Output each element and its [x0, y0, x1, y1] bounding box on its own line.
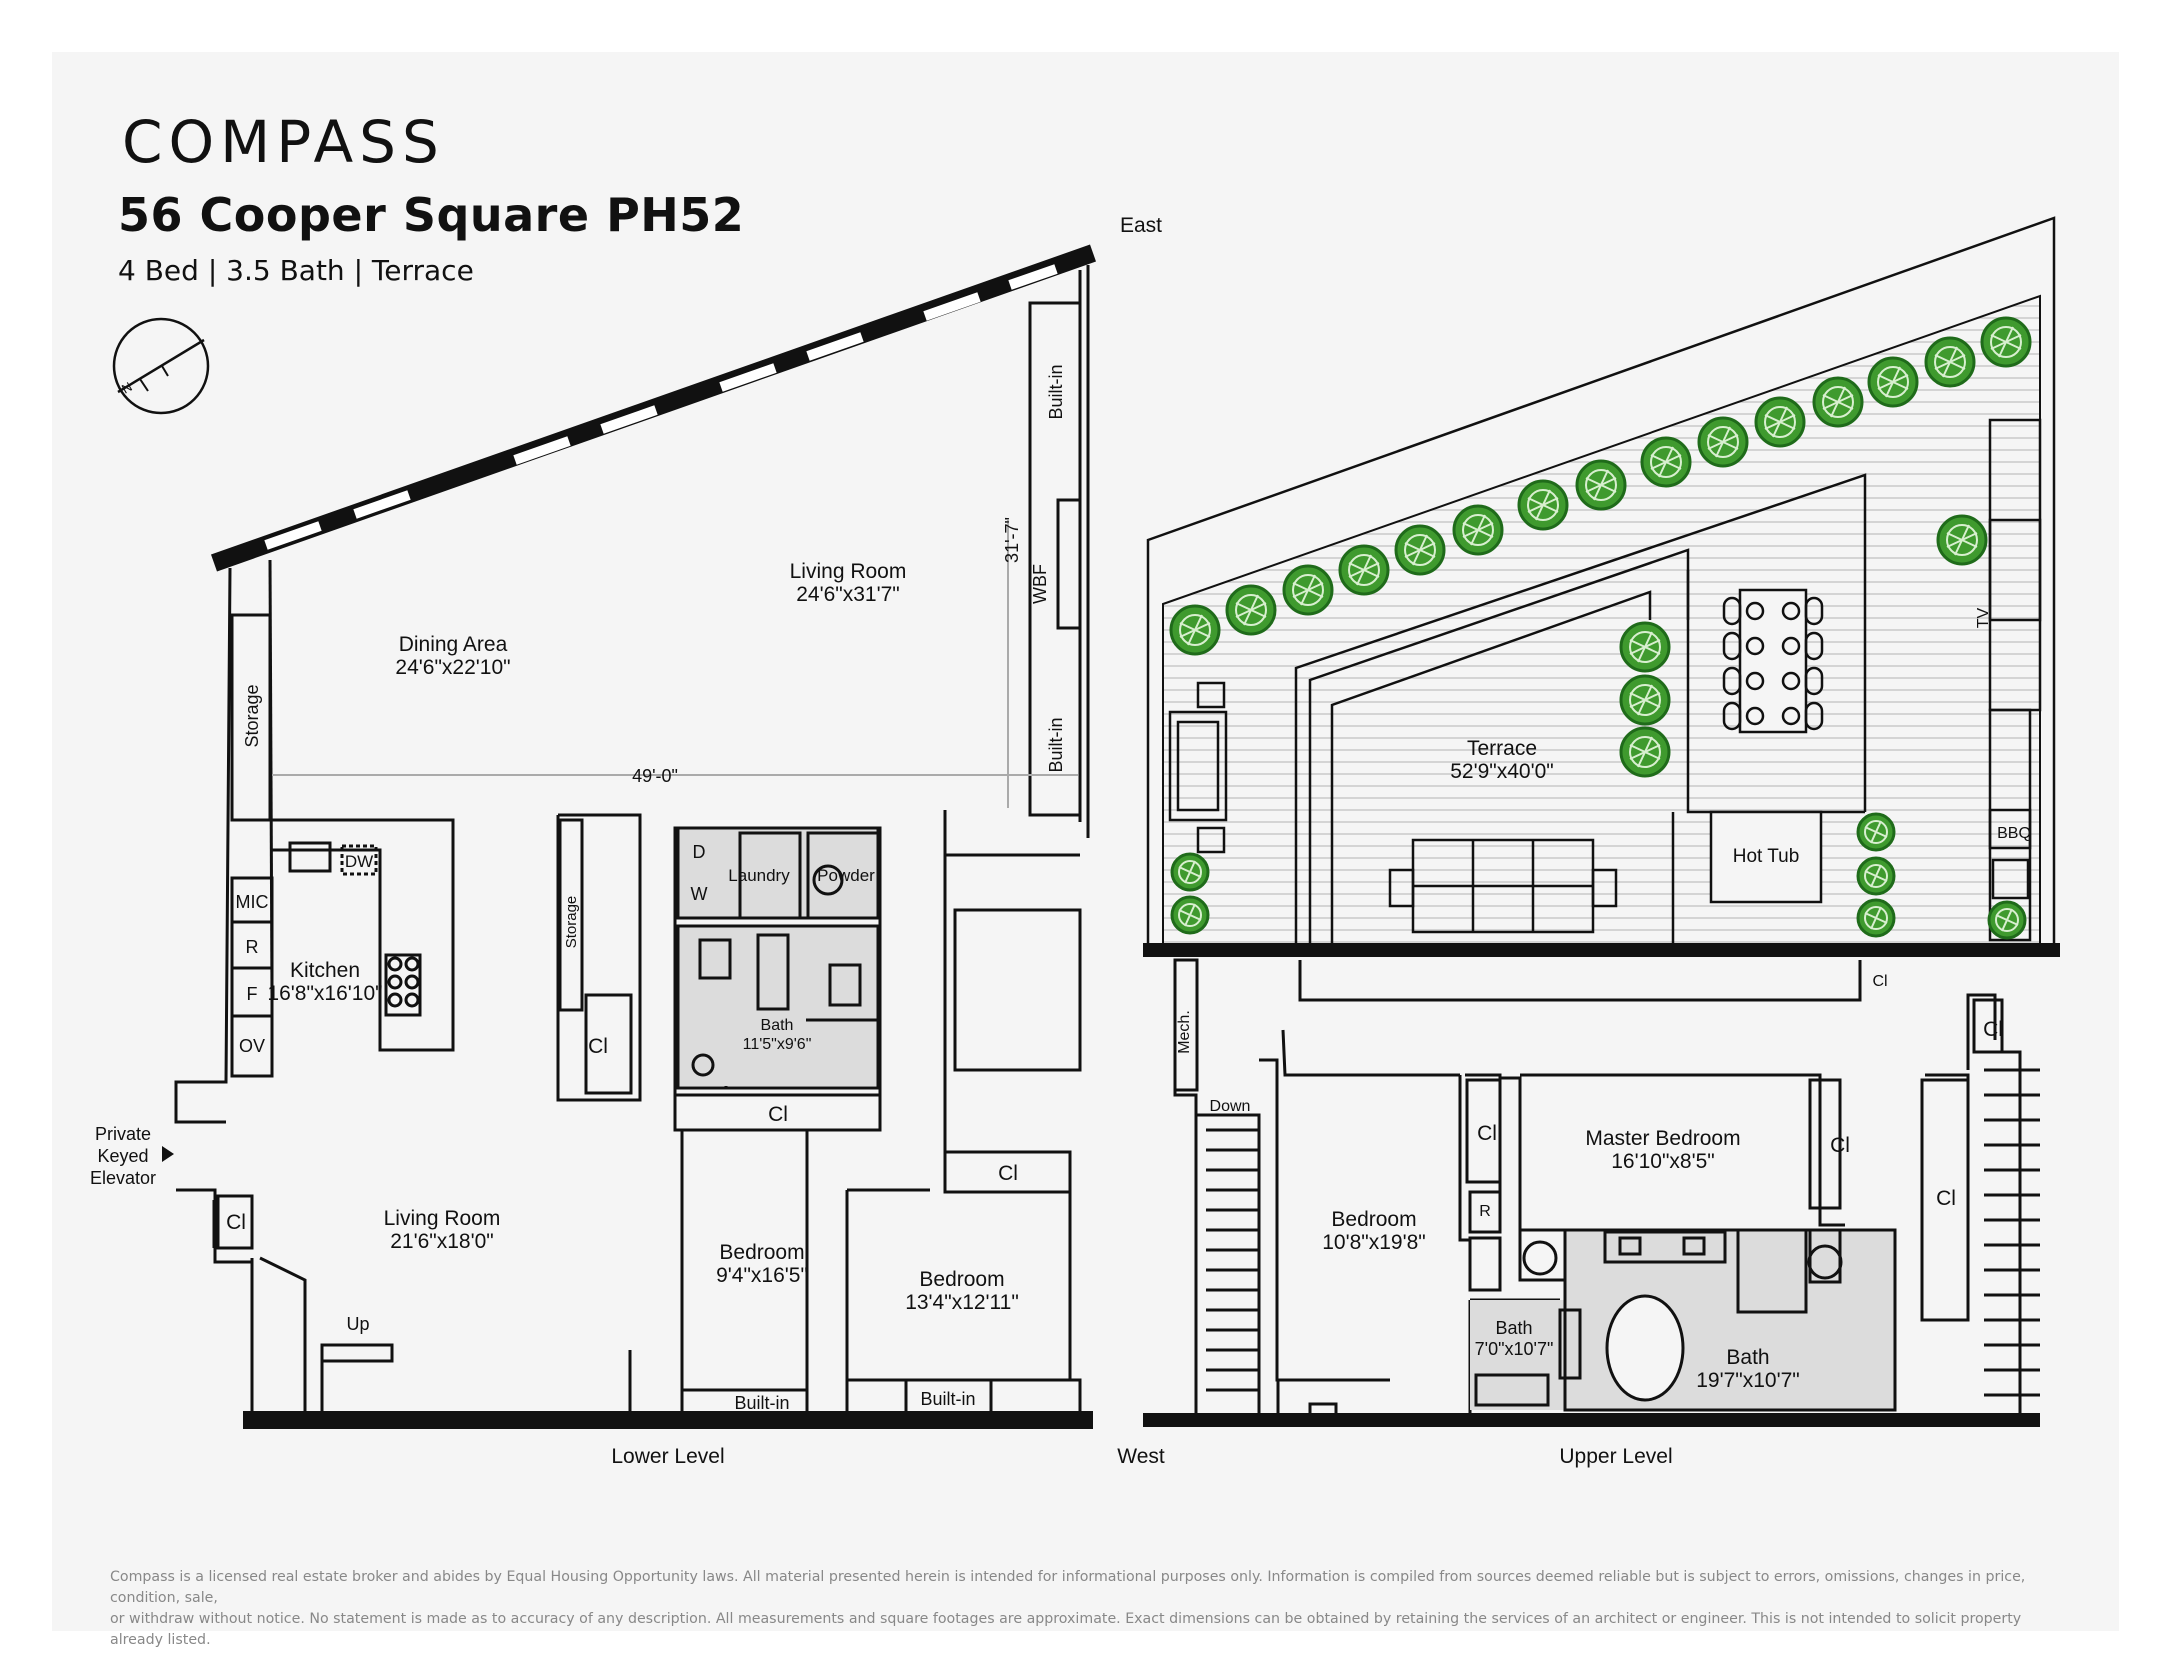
bbq-label: BBQ: [1997, 825, 2031, 842]
legal-disclaimer: Compass is a licensed real estate broker…: [110, 1567, 2060, 1651]
closet-label-3: Cl: [998, 1162, 1018, 1185]
storage-label-b: Storage: [563, 896, 580, 949]
dimension-depth: 31'-7": [1002, 517, 1022, 563]
upper-level-labels: Terrace 52'9"x40'0" Hot Tub BBQ TV Mech.…: [1117, 214, 2031, 1468]
upper-closet-label-5: Cl: [1872, 973, 1887, 990]
upper-refrigerator-label: R: [1479, 1203, 1491, 1220]
bedroom-2-dims: 13'4"x12'11": [905, 1291, 1019, 1314]
upper-level-caption: Upper Level: [1559, 1445, 1672, 1468]
lower-living-room-2-dims: 21'6"x18'0": [390, 1230, 494, 1253]
lower-bath-name: Bath: [761, 1017, 794, 1034]
closet-label-4: Cl: [226, 1211, 246, 1234]
builtin-label-b: Built-in: [1046, 717, 1066, 772]
master-bath-dims: 19'7"x10'7": [1696, 1369, 1800, 1392]
kitchen-dims: 16'8"x16'10": [267, 982, 382, 1005]
east-label: East: [1120, 214, 1162, 237]
north-arrow-icon: N: [112, 317, 210, 415]
wbf-label: WBF: [1030, 564, 1050, 604]
stair-down-label: Down: [1210, 1098, 1251, 1115]
stair-up-label: Up: [346, 1314, 369, 1334]
freezer-label: F: [247, 984, 258, 1004]
storage-label-a: Storage: [242, 684, 262, 747]
elevator-arrow-icon: [162, 1146, 174, 1162]
lower-level-labels: Living Room 24'6"x31'7" Dining Area 24'6…: [90, 364, 1066, 1468]
upper-closet-label-1: Cl: [1477, 1122, 1497, 1145]
kitchen-name: Kitchen: [290, 959, 360, 982]
upper-bedroom-name: Bedroom: [1331, 1208, 1416, 1231]
oven-label: OV: [239, 1036, 265, 1056]
dimension-width: 49'-0": [632, 766, 678, 786]
closet-label-1: Cl: [588, 1035, 608, 1058]
refrigerator-label: R: [246, 937, 259, 957]
lower-living-room-2-name: Living Room: [384, 1207, 501, 1230]
builtin-label-a: Built-in: [1046, 364, 1066, 419]
master-bath-name: Bath: [1726, 1346, 1769, 1369]
lower-bath-dims: 11'5"x9'6": [743, 1036, 812, 1053]
elevator-label-line-3: Elevator: [90, 1168, 156, 1188]
lower-living-room-dims: 24'6"x31'7": [796, 583, 900, 606]
bedroom-1-dims: 9'4"x16'5": [716, 1264, 808, 1287]
lower-level-plan: [174, 244, 1096, 1429]
bedroom-1-name: Bedroom: [719, 1241, 804, 1264]
small-bath-dims: 7'0"x10'7": [1475, 1339, 1554, 1359]
disclaimer-line-1: Compass is a licensed real estate broker…: [110, 1569, 2026, 1606]
builtin-label-d: Built-in: [920, 1389, 975, 1409]
bedroom-2-name: Bedroom: [919, 1268, 1004, 1291]
lower-sloped-window-wall: [211, 244, 1096, 572]
dryer-label: D: [693, 842, 706, 862]
closet-label-2: Cl: [768, 1103, 788, 1126]
master-bedroom-name: Master Bedroom: [1585, 1127, 1740, 1150]
dining-area-dims: 24'6"x22'10": [395, 656, 510, 679]
elevator-label-line-2: Keyed: [97, 1146, 148, 1166]
mic-label: MIC: [236, 892, 269, 912]
west-label: West: [1117, 1445, 1165, 1468]
compass-logo: COMPASS: [122, 108, 445, 176]
builtin-label-c: Built-in: [734, 1393, 789, 1413]
mech-label: Mech.: [1176, 1010, 1193, 1054]
laundry-label: Laundry: [728, 866, 790, 885]
powder-label: Powder: [817, 866, 875, 885]
listing-title: 56 Cooper Square PH52: [118, 188, 745, 242]
elevator-label-line-1: Private: [95, 1124, 151, 1144]
svg-text:N: N: [119, 379, 135, 397]
upper-closet-label-3: Cl: [1936, 1187, 1956, 1210]
upper-closet-label-2: Cl: [1830, 1134, 1850, 1157]
tv-label: TV: [1975, 607, 1992, 628]
upper-level-plan: [1143, 943, 2060, 1427]
terrace-name: Terrace: [1467, 737, 1537, 760]
upper-bedroom-dims: 10'8"x19'8": [1322, 1231, 1426, 1254]
dining-area-name: Dining Area: [399, 633, 508, 656]
dishwasher-label: DW: [345, 852, 373, 871]
master-bedroom-dims: 16'10"x8'5": [1611, 1150, 1715, 1173]
washer-label: W: [691, 884, 708, 904]
disclaimer-line-2: or withdraw without notice. No statement…: [110, 1611, 2022, 1648]
terrace-dims: 52'9"x40'0": [1450, 760, 1554, 783]
small-bath-name: Bath: [1495, 1318, 1532, 1338]
lower-living-room-name: Living Room: [790, 560, 907, 583]
lower-level-caption: Lower Level: [611, 1445, 724, 1468]
listing-subtitle: 4 Bed | 3.5 Bath | Terrace: [118, 254, 474, 287]
upper-closet-label-4: Cl: [1983, 1018, 2003, 1041]
hot-tub-label: Hot Tub: [1733, 846, 1800, 867]
